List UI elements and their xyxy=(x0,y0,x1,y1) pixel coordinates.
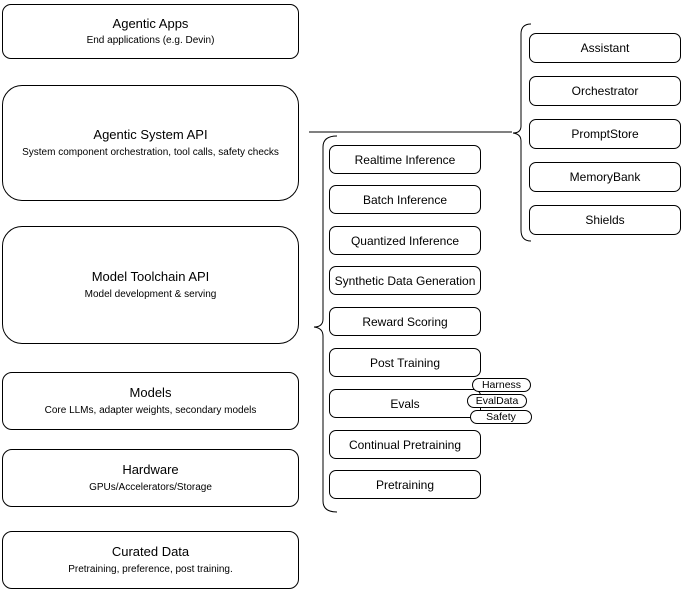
node-orchestrator: Orchestrator xyxy=(529,76,681,106)
node-evals: Evals xyxy=(329,389,481,418)
node-subtitle: System component orchestration, tool cal… xyxy=(22,146,279,158)
toolchain-group-bracket xyxy=(313,135,338,513)
node-title: Curated Data xyxy=(111,544,190,560)
node-models: Models Core LLMs, adapter weights, secon… xyxy=(2,372,299,430)
tag-safety: Safety xyxy=(470,410,532,424)
node-model-toolchain-api: Model Toolchain API Model development & … xyxy=(2,226,299,344)
node-agentic-system-api: Agentic System API System component orch… xyxy=(2,85,299,201)
node-subtitle: GPUs/Accelerators/Storage xyxy=(89,481,212,493)
system-group-bracket xyxy=(512,23,532,242)
node-pretraining: Pretraining xyxy=(329,470,481,499)
node-subtitle: Core LLMs, adapter weights, secondary mo… xyxy=(44,404,257,416)
node-promptstore: PromptStore xyxy=(529,119,681,149)
node-memorybank: MemoryBank xyxy=(529,162,681,192)
node-reward-scoring: Reward Scoring xyxy=(329,307,481,336)
node-shields: Shields xyxy=(529,205,681,235)
node-batch-inference: Batch Inference xyxy=(329,185,481,214)
node-hardware: Hardware GPUs/Accelerators/Storage xyxy=(2,449,299,507)
node-title: Agentic Apps xyxy=(112,15,189,31)
node-quantized-inference: Quantized Inference xyxy=(329,226,481,255)
node-agentic-apps: Agentic Apps End applications (e.g. Devi… xyxy=(2,4,299,59)
node-subtitle: End applications (e.g. Devin) xyxy=(86,35,215,47)
tag-harness: Harness xyxy=(472,378,531,392)
node-curated-data: Curated Data Pretraining, preference, po… xyxy=(2,531,299,589)
node-title: Models xyxy=(129,385,172,401)
node-title: Agentic System API xyxy=(93,127,208,143)
node-assistant: Assistant xyxy=(529,33,681,63)
tag-evaldata: EvalData xyxy=(467,394,527,408)
node-post-training: Post Training xyxy=(329,348,481,377)
node-realtime-inference: Realtime Inference xyxy=(329,145,481,174)
node-title: Model Toolchain API xyxy=(91,269,210,285)
node-continual-pretraining: Continual Pretraining xyxy=(329,430,481,459)
node-subtitle: Model development & serving xyxy=(84,288,217,300)
node-title: Hardware xyxy=(122,462,179,478)
node-subtitle: Pretraining, preference, post training. xyxy=(68,563,233,575)
node-synthetic-data-generation: Synthetic Data Generation xyxy=(329,266,481,295)
